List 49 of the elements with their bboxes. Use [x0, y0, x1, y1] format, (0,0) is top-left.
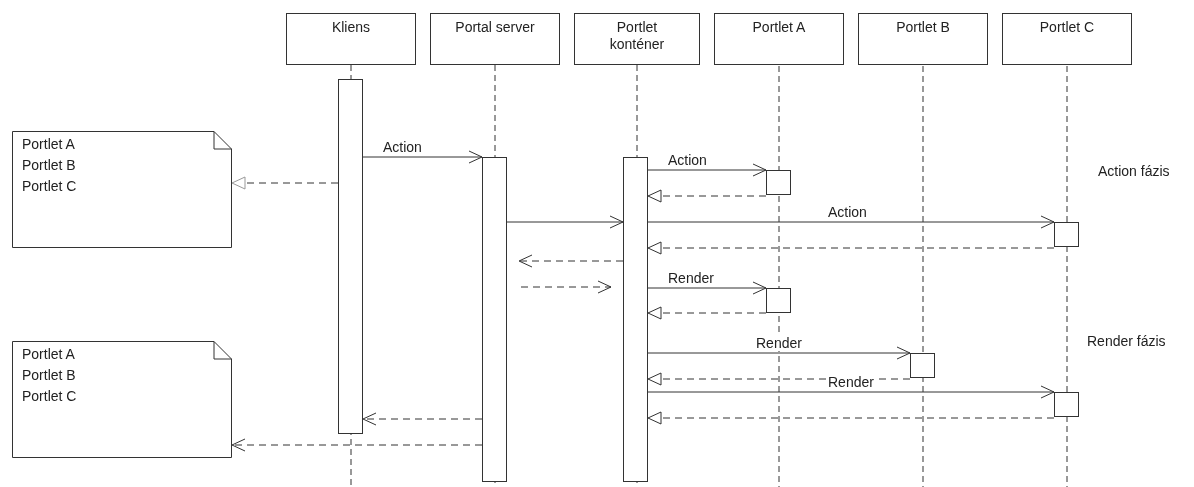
activation-bar [766, 288, 791, 313]
activation-bar [910, 353, 935, 378]
message-arrow [647, 215, 1055, 229]
participant-box: Portlet konténer [574, 13, 700, 65]
message-arrow [520, 280, 612, 294]
message-arrow [506, 215, 624, 229]
message-label: Action [826, 204, 869, 220]
message-arrow [231, 438, 483, 452]
note-text: Portlet C [22, 177, 77, 196]
message-arrow [518, 254, 624, 268]
participant-box: Portlet B [858, 13, 988, 65]
participant-box: Kliens [286, 13, 416, 65]
message-arrow [647, 163, 767, 177]
message-arrow [647, 281, 767, 295]
phase-label: Action fázis [1098, 163, 1170, 179]
note [12, 131, 232, 248]
message-arrow [647, 306, 767, 320]
message-arrow [647, 189, 767, 203]
lifeline [636, 64, 638, 158]
note [12, 341, 232, 458]
activation-bar [766, 170, 791, 195]
message-arrow [647, 241, 1055, 255]
note-text: Portlet A [22, 345, 75, 364]
message-label: Action [666, 152, 709, 168]
note-text: Portlet B [22, 156, 76, 175]
activation-bar [1054, 222, 1079, 247]
message-arrow [647, 411, 1055, 425]
message-label: Action [381, 139, 424, 155]
note-text: Portlet C [22, 387, 77, 406]
message-arrow [362, 150, 483, 164]
note-text: Portlet A [22, 135, 75, 154]
lifeline [494, 64, 496, 158]
lifeline [350, 64, 352, 80]
participant-box: Portlet A [714, 13, 844, 65]
message-arrow [362, 412, 483, 426]
activation-bar [338, 79, 363, 434]
participant-box: Portal server [430, 13, 560, 65]
activation-bar [1054, 392, 1079, 417]
message-arrow [647, 385, 1055, 399]
note-text: Portlet B [22, 366, 76, 385]
participant-box: Portlet C [1002, 13, 1132, 65]
activation-bar [482, 157, 507, 482]
phase-label: Render fázis [1087, 333, 1166, 349]
message-arrow [231, 176, 339, 190]
message-arrow [647, 346, 911, 360]
message-label: Render [666, 270, 716, 286]
activation-bar [623, 157, 648, 482]
message-label: Render [754, 335, 804, 351]
message-label: Render [826, 374, 876, 390]
